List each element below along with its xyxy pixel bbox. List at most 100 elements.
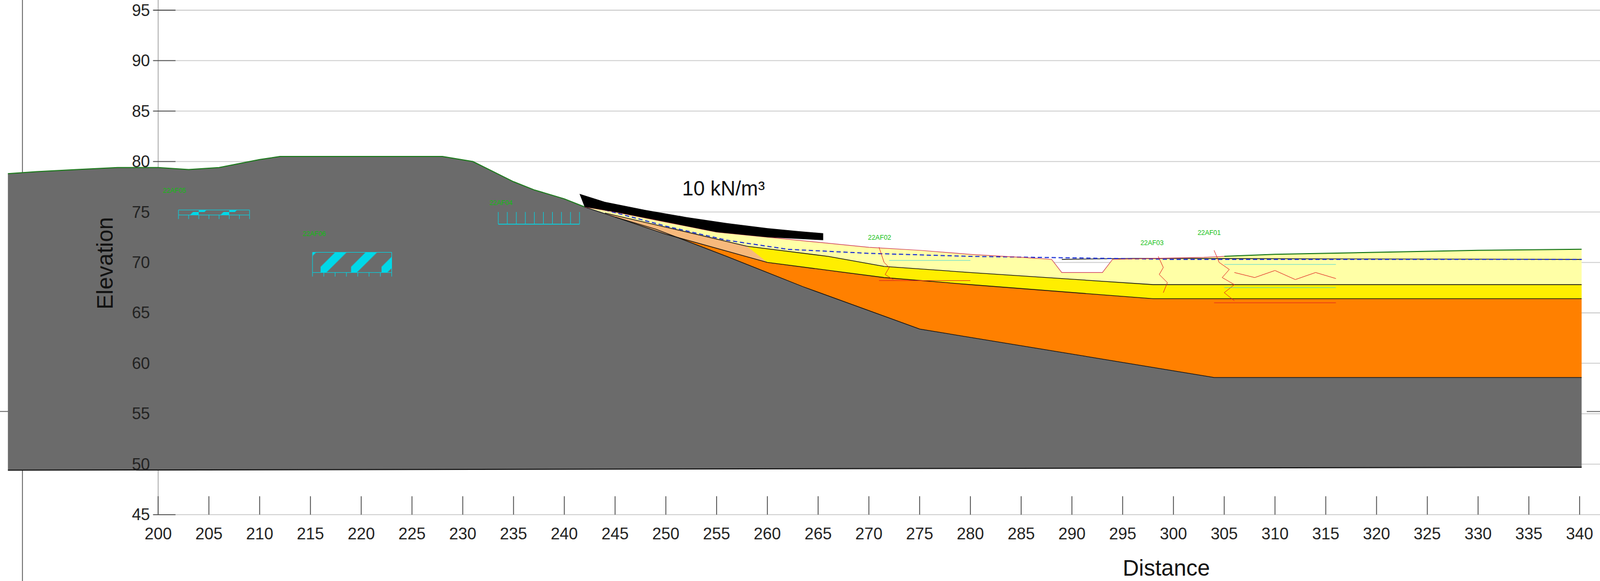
- borehole-label: 22AF06: [302, 230, 326, 237]
- x-tick-label: 315: [1312, 525, 1340, 543]
- x-tick-label: 200: [144, 525, 172, 543]
- y-tick-label: 45: [131, 506, 151, 523]
- x-tick-label: 230: [449, 525, 477, 543]
- borehole-tick: [334, 272, 336, 277]
- borehole-tick: [498, 212, 499, 225]
- x-tick: [513, 496, 515, 515]
- borehole-tick: [380, 272, 381, 277]
- x-tick-label: 295: [1109, 525, 1137, 543]
- x-tick: [462, 496, 464, 515]
- borehole-label: 22AF02: [867, 234, 891, 241]
- x-tick: [1224, 496, 1226, 515]
- y-tick: [153, 514, 176, 516]
- borehole-tick: [323, 272, 325, 277]
- borehole-tick: [178, 215, 179, 220]
- x-tick-label: 255: [702, 525, 731, 543]
- x-tick-label: 250: [652, 525, 680, 543]
- x-tick: [310, 496, 312, 515]
- borehole-tick: [570, 212, 571, 225]
- x-tick-label: 260: [753, 525, 781, 543]
- borehole-tick: [391, 272, 392, 277]
- x-tick: [614, 496, 616, 515]
- x-tick: [1376, 496, 1378, 515]
- x-tick-label: 290: [1058, 525, 1086, 543]
- x-tick: [1173, 496, 1175, 515]
- borehole-tick: [579, 212, 580, 225]
- x-tick: [1426, 496, 1429, 515]
- x-tick: [868, 496, 870, 515]
- y-tick: [153, 110, 176, 112]
- y-tick-label: 65: [131, 304, 151, 321]
- x-tick-label: 205: [195, 525, 223, 543]
- x-tick: [766, 496, 768, 515]
- x-tick-label: 330: [1464, 525, 1492, 543]
- borehole-tick: [188, 215, 190, 220]
- x-tick: [716, 496, 718, 515]
- x-tick: [817, 496, 819, 515]
- y-tick-label: 75: [131, 203, 151, 221]
- x-tick-label: 210: [246, 525, 274, 543]
- y-tick: [153, 60, 176, 62]
- x-tick-label: 310: [1261, 525, 1289, 543]
- y-tick-label: 50: [131, 455, 151, 473]
- borehole-tick: [346, 272, 347, 277]
- x-tick-label: 325: [1413, 525, 1441, 543]
- borehole-tick: [239, 215, 240, 220]
- x-tick: [1579, 496, 1581, 515]
- borehole-tick: [198, 215, 200, 220]
- borehole-tick: [515, 212, 517, 225]
- borehole-label: 22AF05: [162, 187, 186, 194]
- x-tick-label: 305: [1210, 525, 1238, 543]
- borehole-label: 22AF01: [1197, 229, 1221, 236]
- x-tick-label: 235: [499, 525, 528, 543]
- borehole-tick: [552, 212, 553, 225]
- borehole-tick: [208, 215, 210, 220]
- y-tick-label: 70: [131, 254, 151, 271]
- x-tick: [1122, 496, 1124, 515]
- y-tick-label: 60: [131, 355, 151, 372]
- borehole-tick: [543, 212, 544, 225]
- y-tick: [153, 9, 176, 11]
- x-tick: [563, 496, 566, 515]
- axis-title: Distance: [1122, 557, 1210, 580]
- x-tick-label: 340: [1565, 525, 1594, 543]
- y-tick-label: 95: [131, 2, 151, 19]
- borehole-tick: [561, 212, 562, 225]
- y-tick-label: 90: [131, 52, 151, 69]
- x-tick: [1020, 496, 1022, 515]
- borehole-tick: [249, 215, 250, 220]
- borehole-tick: [524, 212, 526, 225]
- borehole-tick: [369, 272, 370, 277]
- x-tick-label: 285: [1007, 525, 1035, 543]
- x-tick-label: 280: [957, 525, 985, 543]
- borehole-tick: [312, 272, 313, 277]
- x-tick: [1274, 496, 1276, 515]
- x-tick-label: 245: [601, 525, 629, 543]
- x-tick-label: 220: [347, 525, 375, 543]
- x-tick: [157, 496, 159, 515]
- x-tick-label: 270: [855, 525, 883, 543]
- x-tick: [1477, 496, 1479, 515]
- y-tick-label: 55: [131, 405, 151, 422]
- y-tick-label: 85: [131, 103, 151, 120]
- load-label: 10 kN/m³: [681, 178, 765, 199]
- x-tick: [1528, 496, 1530, 515]
- y-tick-label: 80: [131, 153, 151, 170]
- x-tick-label: 240: [550, 525, 578, 543]
- x-tick: [208, 496, 210, 515]
- x-tick-label: 300: [1159, 525, 1188, 543]
- borehole-tick: [357, 272, 358, 277]
- borehole-tick: [229, 215, 230, 220]
- x-tick: [1325, 496, 1327, 515]
- x-tick-label: 215: [296, 525, 325, 543]
- borehole-label: 22AF03: [1140, 239, 1164, 247]
- x-tick: [969, 496, 971, 515]
- x-tick-label: 265: [804, 525, 832, 543]
- borehole-label: 22AF04: [489, 199, 513, 207]
- borehole-tick: [534, 212, 535, 225]
- x-tick: [361, 496, 363, 515]
- x-tick: [665, 496, 667, 515]
- x-tick: [411, 496, 413, 515]
- axis-title: Elevation: [93, 217, 117, 310]
